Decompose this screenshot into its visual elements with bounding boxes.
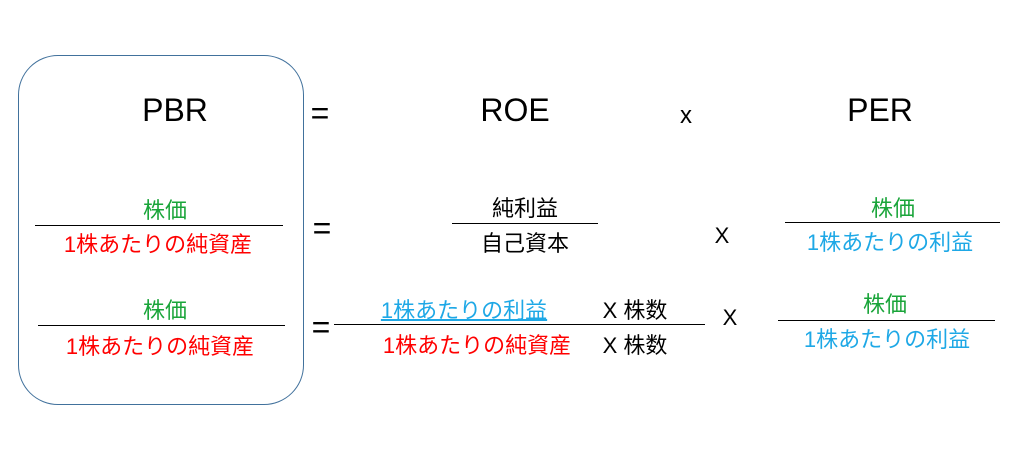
per-numerator: 株価 [862, 292, 908, 317]
equals-sign: = [311, 309, 331, 345]
roe-denominator-multiplier: X 株数 [602, 333, 668, 358]
equals-sign: = [312, 210, 332, 246]
pbr-label: PBR [142, 92, 208, 128]
equals-sign: = [310, 95, 330, 131]
pbr-denominator: 1株あたりの純資産 [65, 334, 255, 359]
roe-numerator: 1株あたりの利益 [380, 298, 548, 323]
multiply-sign: x [680, 102, 692, 129]
pbr-highlight-box [18, 55, 304, 405]
roe-denominator: 1株あたりの純資産 [382, 333, 572, 358]
fraction-line [35, 225, 283, 226]
per-denominator: 1株あたりの利益 [806, 230, 974, 255]
per-denominator: 1株あたりの利益 [803, 327, 971, 352]
pbr-numerator: 株価 [142, 298, 188, 323]
fraction-line [334, 324, 705, 325]
multiply-sign: X [722, 305, 738, 330]
roe-denominator: 自己資本 [480, 231, 570, 256]
fraction-line [785, 222, 1000, 223]
fraction-line [778, 320, 995, 321]
pbr-denominator: 1株あたりの純資産 [63, 232, 253, 257]
roe-numerator-multiplier: X 株数 [602, 298, 668, 323]
per-label: PER [847, 92, 913, 128]
roe-label: ROE [480, 92, 550, 128]
fraction-line [452, 223, 598, 224]
multiply-sign: X [714, 223, 730, 248]
pbr-numerator: 株価 [142, 198, 188, 223]
roe-numerator: 純利益 [491, 196, 559, 221]
per-numerator: 株価 [870, 196, 916, 221]
fraction-line [38, 325, 285, 326]
